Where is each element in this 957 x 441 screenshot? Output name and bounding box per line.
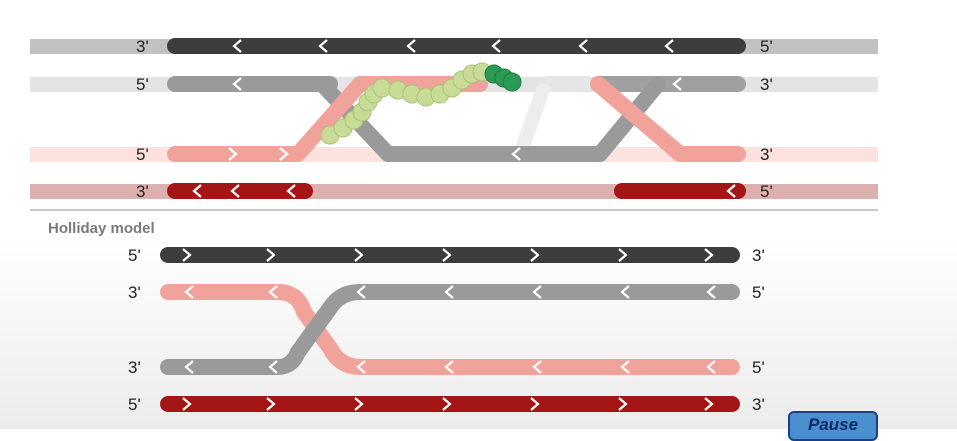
- faint-crossing: [513, 81, 552, 157]
- hj-strand-4-arrow-5: [618, 397, 628, 411]
- top-strand-2-left-end: 5': [136, 75, 149, 94]
- hj-strand-1-arrow-6: [704, 248, 714, 262]
- top-strand-1-arrows: [232, 39, 674, 53]
- top-strand-1-arrow-5: [664, 39, 674, 53]
- hj-strand-2-arrow-4: [532, 285, 542, 299]
- top-strand-1-right-end: 5': [760, 37, 773, 56]
- top-strand-4-arrows: [192, 184, 736, 198]
- hj-strand-4-arrow-2: [354, 397, 364, 411]
- hj-strand-1-arrow-1: [266, 248, 276, 262]
- hj-strand-1-arrow-3: [442, 248, 452, 262]
- top-strand-2-arrow-0: [232, 77, 242, 91]
- dna-recombination-diagram: 3' 5' 5' 3' 5' 3' 3' 5' Holliday model 5…: [30, 37, 878, 414]
- filament-bead-6: [372, 78, 392, 98]
- band-top-4: [30, 184, 878, 199]
- holliday-model-title: Holliday model: [48, 220, 155, 237]
- hj-strand-2-arrow-0: [184, 285, 194, 299]
- top-strand-1-arrow-4: [578, 39, 588, 53]
- hj-strand-3-right-end: 5': [752, 358, 765, 377]
- top-strand-3-arrow-1: [279, 147, 289, 161]
- hj-strand-4-arrow-6: [704, 397, 714, 411]
- hj-strand-1-arrows: [182, 248, 714, 262]
- hj-strand-2-arrows: [184, 285, 716, 299]
- hj-strand-4-arrow-1: [266, 397, 276, 411]
- hj-pink-crossover: [160, 284, 740, 375]
- hj-strand-2-left-end: 3': [128, 283, 141, 302]
- top-strand-1-arrow-1: [318, 39, 328, 53]
- top-strand-4-left-arrow-1: [230, 184, 240, 198]
- top-strand-4-right-arrow-0: [726, 184, 736, 198]
- hj-gray-crossover: [160, 284, 740, 375]
- hj-strand-3-left-end: 3': [128, 358, 141, 377]
- top-strand-1-arrow-3: [491, 39, 501, 53]
- hj-strand-4-arrow-4: [530, 397, 540, 411]
- hj-strand-1-right-end: 3': [752, 246, 765, 265]
- hj-strand-3-arrow-5: [620, 360, 630, 374]
- recombinase-filament: [320, 62, 522, 145]
- top-strand-2-lower-arrow-0: [511, 147, 521, 161]
- hj-strand-4-arrow-3: [442, 397, 452, 411]
- hj-strand-4-arrows: [182, 397, 714, 411]
- hj-strand-4-left-end: 5': [128, 395, 141, 414]
- top-strand-1-left-end: 3': [136, 37, 149, 56]
- hj-strand-3-arrow-1: [268, 360, 278, 374]
- top-strand-4-right-end: 5': [760, 182, 773, 201]
- top-strand-3-arrow-0: [228, 147, 238, 161]
- hj-strand-3-arrow-4: [532, 360, 542, 374]
- hj-strand-1-arrow-2: [354, 248, 364, 262]
- filament-bead-17: [502, 72, 522, 92]
- top-strand-3-left-end: 5': [136, 145, 149, 164]
- hj-strand-1-arrow-5: [618, 248, 628, 262]
- top-strand-2-right-end: 3': [760, 75, 773, 94]
- top-strand-2-arrow-3: [672, 77, 682, 91]
- top-pink-right-strand: [590, 76, 746, 162]
- hj-strand-1-left-end: 5': [128, 246, 141, 265]
- hj-strand-3-arrow-0: [184, 360, 194, 374]
- hj-strand-2-arrow-1: [268, 285, 278, 299]
- hj-strand-2-arrow-3: [444, 285, 454, 299]
- hj-strand-3-arrow-3: [444, 360, 454, 374]
- top-strand-4-left-arrow-2: [286, 184, 296, 198]
- hj-strand-4-right-end: 3': [752, 395, 765, 414]
- hj-strand-3-arrows: [184, 360, 716, 374]
- pause-button[interactable]: Pause: [788, 411, 878, 441]
- hj-strand-4-arrow-0: [182, 397, 192, 411]
- hj-strand-2-right-end: 5': [752, 283, 765, 302]
- top-strand-1-arrow-0: [232, 39, 242, 53]
- hj-strand-1-arrow-0: [182, 248, 192, 262]
- hj-strand-2-arrow-2: [356, 285, 366, 299]
- top-strand-3-arrows: [228, 147, 289, 161]
- hj-strand-2-arrow-5: [620, 285, 630, 299]
- top-strand-3-right-end: 3': [760, 145, 773, 164]
- hj-strand-3-arrow-2: [356, 360, 366, 374]
- hj-strand-3-arrow-6: [706, 360, 716, 374]
- top-strand-4-left-end: 3': [136, 182, 149, 201]
- hj-strand-2-arrow-6: [706, 285, 716, 299]
- hj-strand-1-arrow-4: [530, 248, 540, 262]
- top-strand-1-arrow-2: [406, 39, 416, 53]
- top-strand-4-left-arrow-0: [192, 184, 202, 198]
